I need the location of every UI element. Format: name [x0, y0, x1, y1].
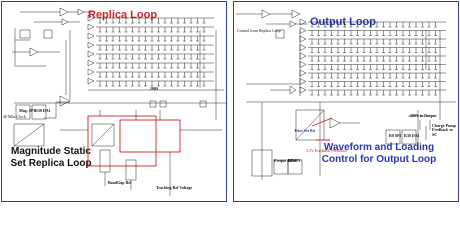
- left-schematic: [12, 7, 226, 196]
- to-output-label: 200V to Output: [410, 113, 437, 118]
- tracking-ref-label: Tracking Ref Voltage: [156, 185, 193, 190]
- control-from-replica-label: Control from Replica Loop: [237, 28, 281, 33]
- output-loop-panel: Output Loop Waveform and Loading Control…: [233, 1, 459, 202]
- node-200s-label: 200S: [150, 86, 159, 91]
- r0-spi-bottom-label: R0 SPI: [288, 158, 301, 163]
- freq-apw-label: Freque APW: [274, 158, 297, 163]
- r0-spi-label: R0 SPI: [389, 133, 402, 138]
- trim-set-bit-label: Trim Set Bit: [294, 128, 316, 133]
- replica-loop-panel: Replica Loop Magnitude Static Set Replic…: [1, 1, 227, 202]
- replica-loop-caption: Magnitude Static Set Replica Loop: [10, 146, 92, 169]
- r30-da1-right-label: R30 DA1: [404, 133, 420, 138]
- r30-da1-label: R30 DA1: [35, 108, 51, 113]
- mag-spi-label: Mag. SPI: [19, 108, 35, 113]
- slide: Replica Loop Magnitude Static Set Replic…: [1, 1, 459, 202]
- charge-pump-label: Charge Pump Feedback to SC: [432, 123, 456, 137]
- feedback-label: 3.3V Feedback Feedback: [306, 148, 347, 153]
- bandgap-ref-label: BandGap Ref: [108, 180, 132, 185]
- output-loop-caption: Waveform and Loading Control for Output …: [321, 142, 437, 165]
- right-schematic: [236, 9, 456, 180]
- clock-label: 40 Mhz Clock: [3, 114, 26, 119]
- schematic-drawing: [12, 7, 456, 196]
